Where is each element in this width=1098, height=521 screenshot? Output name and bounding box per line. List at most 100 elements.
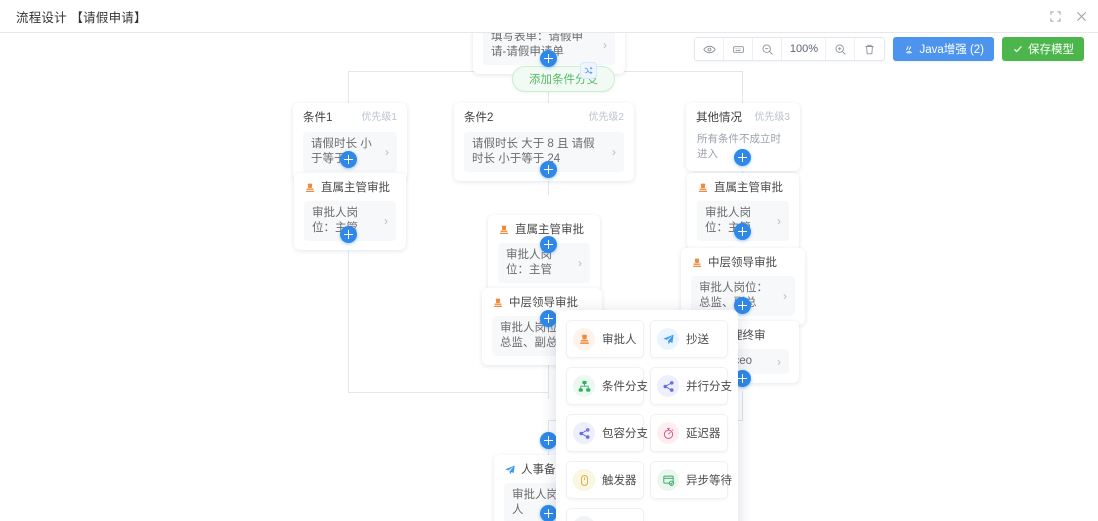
stamp-icon bbox=[304, 182, 316, 194]
connector bbox=[548, 349, 549, 399]
condition-node-1[interactable]: 条件1 优先级1 请假时长 小于等于 8 › bbox=[293, 103, 407, 181]
condition-expression-text: 请假时长 大于 8 且 请假时长 小于等于 24 bbox=[472, 138, 595, 165]
add-condition-branch-button[interactable]: 添加条件分支 bbox=[512, 66, 615, 92]
canvas-toolbar: 100% Java增强 (2) bbox=[694, 37, 1084, 61]
palette-item-async-wait[interactable]: 异步等待 bbox=[650, 461, 732, 499]
check-icon bbox=[1012, 43, 1024, 55]
chevron-right-icon: › bbox=[783, 289, 787, 303]
approval-field-text: 审批人岗位：主管 bbox=[312, 207, 358, 234]
palette-item-label: 异步等待 bbox=[686, 475, 732, 487]
add-node-button[interactable] bbox=[340, 151, 357, 168]
window-controls bbox=[1048, 9, 1088, 23]
palette-item-label: 条件分支 bbox=[602, 381, 648, 393]
zoom-level: 100% bbox=[782, 38, 827, 60]
palette-item-cc[interactable]: 抄送 bbox=[650, 320, 728, 358]
approval-header: 中层领导审批 bbox=[691, 256, 795, 270]
palette-item-delay[interactable]: 延迟器 bbox=[650, 414, 728, 452]
stamp-icon bbox=[573, 328, 595, 350]
condition-expression-text: 所有条件不成立时进入 bbox=[697, 133, 781, 160]
approval-title: 中层领导审批 bbox=[708, 257, 777, 269]
toolbar-group: 100% bbox=[694, 37, 886, 61]
zoom-in-icon[interactable] bbox=[826, 38, 856, 60]
add-node-button[interactable] bbox=[540, 161, 557, 178]
approval-node-direct-right[interactable]: 直属主管审批 审批人岗位：主管 › bbox=[687, 173, 799, 250]
chevron-right-icon: › bbox=[384, 214, 388, 228]
chevron-right-icon: › bbox=[777, 214, 781, 228]
eye-icon[interactable] bbox=[695, 38, 725, 60]
window-titlebar: 流程设计 【请假申请】 bbox=[0, 0, 1098, 33]
palette-item-approver[interactable]: 审批人 bbox=[566, 320, 644, 358]
condition-header: 其他情况 优先级3 bbox=[696, 111, 790, 125]
approval-title: 中层领导审批 bbox=[509, 297, 578, 309]
condition-priority: 优先级1 bbox=[361, 112, 397, 123]
palette-item-inclusive-branch[interactable]: 包容分支 bbox=[566, 414, 648, 452]
trash-icon[interactable] bbox=[855, 38, 885, 60]
java-icon bbox=[903, 43, 915, 55]
condition-header: 条件2 优先级2 bbox=[464, 111, 624, 125]
node-type-palette[interactable]: 审批人 抄送 条件分支 bbox=[556, 310, 738, 521]
palette-item-label: 延迟器 bbox=[686, 428, 721, 440]
add-node-button[interactable] bbox=[340, 226, 357, 243]
layout-icon[interactable] bbox=[724, 38, 754, 60]
close-icon[interactable] bbox=[1074, 9, 1088, 23]
expand-icon[interactable] bbox=[1048, 9, 1062, 23]
chevron-right-icon: › bbox=[603, 38, 607, 52]
add-node-button[interactable] bbox=[540, 50, 557, 67]
palette-item-parallel-branch[interactable]: 并行分支 bbox=[650, 367, 732, 405]
mouse-icon bbox=[573, 469, 595, 491]
java-enhance-button[interactable]: Java增强 (2) bbox=[893, 37, 994, 61]
approval-header: 直属主管审批 bbox=[697, 181, 789, 195]
palette-item-label: 抄送 bbox=[686, 334, 709, 346]
send-icon bbox=[657, 328, 679, 350]
page-title: 流程设计 【请假申请】 bbox=[16, 10, 147, 25]
zoom-out-icon[interactable] bbox=[753, 38, 783, 60]
approval-title: 直属主管审批 bbox=[321, 182, 390, 194]
shuffle-icon[interactable] bbox=[580, 62, 597, 79]
approval-header: 直属主管审批 bbox=[498, 223, 590, 237]
inclusive-icon bbox=[573, 422, 595, 444]
add-node-button[interactable] bbox=[734, 370, 751, 387]
save-model-button[interactable]: 保存模型 bbox=[1002, 37, 1084, 61]
async-icon bbox=[657, 469, 679, 491]
connector bbox=[348, 71, 349, 103]
condition-priority: 优先级3 bbox=[754, 112, 790, 123]
palette-item-label: 触发器 bbox=[602, 475, 637, 487]
approval-field-text: 审批人岗位：主管 bbox=[506, 249, 552, 276]
stamp-icon bbox=[498, 224, 510, 236]
add-node-button[interactable] bbox=[540, 236, 557, 253]
approval-header: 直属主管审批 bbox=[304, 181, 396, 195]
add-node-button[interactable] bbox=[734, 223, 751, 240]
connector bbox=[742, 71, 743, 103]
palette-item-label: 审批人 bbox=[602, 334, 637, 346]
flow-canvas[interactable]: 100% Java增强 (2) bbox=[0, 33, 1098, 521]
branch-icon bbox=[573, 375, 595, 397]
add-node-button[interactable] bbox=[540, 310, 557, 327]
approval-header: 中层领导审批 bbox=[492, 296, 592, 310]
approval-node-direct-mid[interactable]: 直属主管审批 审批人岗位：主管 › bbox=[488, 215, 600, 292]
chevron-right-icon: › bbox=[777, 354, 781, 369]
connector bbox=[348, 392, 549, 393]
stamp-icon bbox=[691, 257, 703, 269]
add-node-button[interactable] bbox=[540, 432, 557, 449]
chevron-right-icon: › bbox=[612, 145, 616, 159]
palette-item-subflow[interactable]: 子流程 bbox=[566, 508, 644, 521]
send-icon bbox=[504, 464, 516, 476]
condition-priority: 优先级2 bbox=[588, 112, 624, 123]
cc-header: 人事备案 bbox=[504, 463, 596, 477]
palette-item-condition-branch[interactable]: 条件分支 bbox=[566, 367, 648, 405]
condition-name: 条件1 bbox=[303, 112, 333, 124]
chevron-right-icon: › bbox=[578, 256, 582, 270]
condition-expression: 所有条件不成立时进入 bbox=[696, 132, 790, 162]
subflow-icon bbox=[573, 516, 595, 521]
add-node-button[interactable] bbox=[734, 297, 751, 314]
condition-name: 条件2 bbox=[464, 112, 494, 124]
connector bbox=[742, 391, 743, 421]
stamp-icon bbox=[697, 182, 709, 194]
palette-item-trigger[interactable]: 触发器 bbox=[566, 461, 644, 499]
stamp-icon bbox=[492, 297, 504, 309]
cc-title: 人事备案 bbox=[521, 464, 567, 476]
add-node-button[interactable] bbox=[540, 505, 557, 521]
save-model-label: 保存模型 bbox=[1028, 44, 1074, 56]
add-node-button[interactable] bbox=[734, 149, 751, 166]
chevron-right-icon: › bbox=[385, 145, 389, 159]
